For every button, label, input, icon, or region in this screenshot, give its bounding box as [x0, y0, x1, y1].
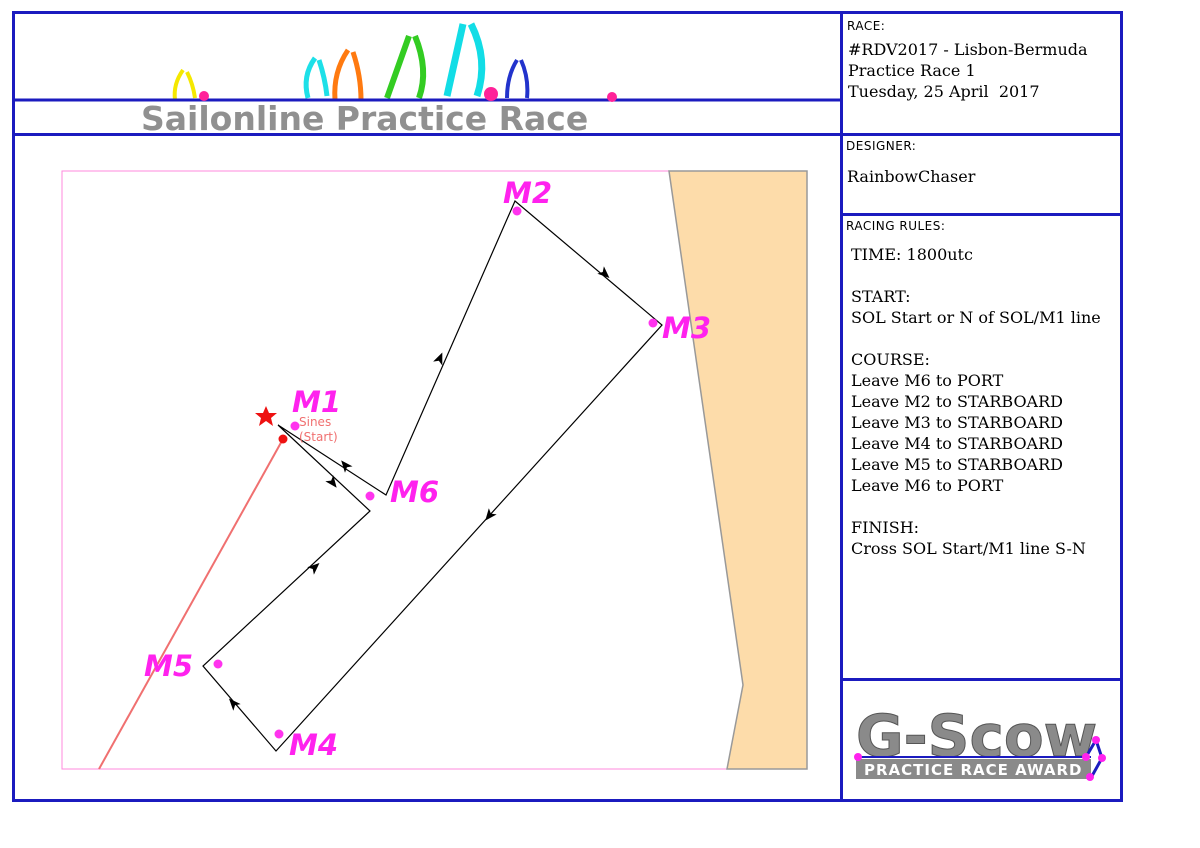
page-title: Sailonline Practice Race: [141, 99, 588, 134]
start-label-sub: (Start): [299, 430, 338, 444]
buoy-icon: [607, 92, 617, 102]
sail-blue-icon: [505, 58, 530, 99]
mark-m6: [365, 491, 375, 501]
race-subtitle: Practice Race 1: [848, 61, 976, 80]
sail-cyan-icon: [303, 56, 330, 99]
award-panel: [840, 678, 1123, 802]
start-label: Sines: [299, 415, 331, 429]
mark-label-m3: M3: [662, 311, 711, 345]
rules-finish-text: Cross SOL Start/M1 line S-N: [851, 539, 1086, 558]
course-route: [202, 200, 663, 752]
rules-course-item: Leave M4 to STARBOARD: [851, 434, 1063, 453]
rules-start-text: SOL Start or N of SOL/M1 line: [851, 308, 1101, 327]
rules-time: TIME: 1800utc: [851, 245, 973, 264]
sail-orange-icon: [332, 48, 364, 101]
sail-yellow-icon: [172, 68, 197, 101]
mark-label-m4: M4: [289, 728, 338, 762]
mark-m5: [213, 659, 223, 669]
coastline-land: [668, 170, 808, 770]
rules-course-item: Leave M2 to STARBOARD: [851, 392, 1063, 411]
mark-m4: [274, 729, 284, 739]
rules-course-item: Leave M6 to PORT: [851, 371, 1004, 390]
mark-label-m2: M2: [503, 176, 552, 210]
buoy-icon: [484, 87, 498, 101]
race-date: Tuesday, 25 April 2017: [848, 82, 1040, 101]
rules-content: TIME: 1800utc START: SOL Start or N of S…: [851, 244, 1101, 559]
mark-m2: [512, 206, 522, 216]
rules-course-item: Leave M3 to STARBOARD: [851, 413, 1063, 432]
start-star-icon: [255, 406, 277, 426]
designer-label: DESIGNER:: [846, 139, 917, 153]
mark-label-m1: M1: [292, 385, 341, 419]
award-logo: G-Scow PRACTICE RACE AWARD: [854, 702, 1106, 781]
buoy-icon: [199, 91, 209, 101]
race-name: #RDV2017 - Lisbon-Bermuda: [848, 40, 1088, 59]
award-subtitle: PRACTICE RACE AWARD: [864, 761, 1083, 779]
header-logo: Sailonline Practice Race: [15, 22, 841, 134]
mark-m3: [648, 318, 658, 328]
award-flag-icon: [1084, 736, 1104, 777]
start-point: [278, 434, 288, 444]
mark-label-m6: M6: [390, 475, 439, 509]
sail-cyan-large-icon: [443, 22, 486, 98]
race-label: RACE:: [847, 19, 886, 33]
rules-course-heading: COURSE:: [851, 350, 930, 369]
mark-m1: [290, 421, 300, 431]
mark-label-m5: M5: [144, 649, 193, 683]
course-map: Sines (Start) M1 M2 M3 M4 M5 M6: [61, 170, 808, 770]
rules-course-item: Leave M6 to PORT: [851, 476, 1004, 495]
start-line: [98, 438, 284, 770]
designer-name: RainbowChaser: [847, 167, 976, 186]
rules-finish-heading: FINISH:: [851, 518, 920, 537]
rules-course-item: Leave M5 to STARBOARD: [851, 455, 1063, 474]
rules-start-heading: START:: [851, 287, 911, 306]
rules-label: RACING RULES:: [846, 219, 946, 233]
sail-green-icon: [384, 34, 427, 100]
